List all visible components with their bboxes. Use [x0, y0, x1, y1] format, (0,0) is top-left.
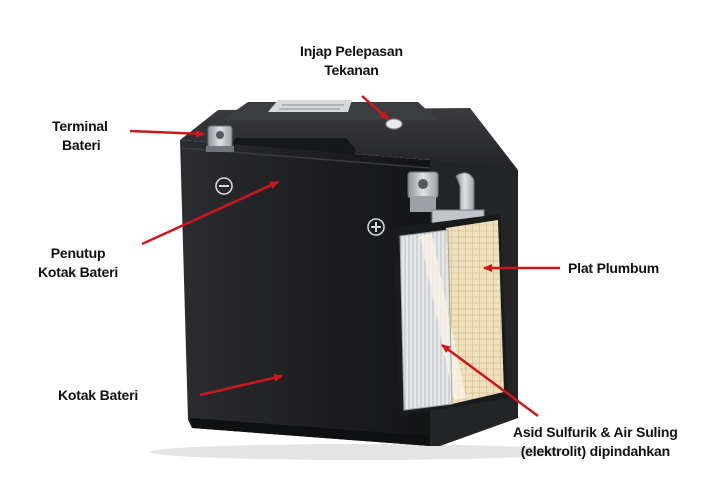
minus-icon	[215, 177, 233, 195]
lid-top	[180, 108, 518, 170]
arrow-acid	[441, 343, 539, 418]
label-case: Kotak Bateri	[58, 387, 139, 403]
negative-terminal	[206, 125, 234, 152]
arrow-cover	[141, 180, 279, 246]
plus-icon	[367, 218, 385, 236]
label-cover: Penutup Kotak Bateri	[38, 245, 119, 280]
arrow-case	[199, 373, 283, 397]
lid-sticker	[268, 100, 352, 112]
label-terminal: Terminal Bateri	[52, 118, 108, 153]
case-rim	[190, 418, 430, 446]
pressure-valve	[385, 118, 403, 130]
label-valve: Injap Pelepasan Tekanan	[300, 43, 403, 78]
label-plate: Plat Plumbum	[568, 260, 659, 276]
arrow-terminal	[129, 129, 205, 138]
floor-shadow	[150, 444, 570, 460]
label-acid: Asid Sulfurik & Air Suling (elektrolit) …	[513, 424, 678, 459]
pointer-arrows	[129, 95, 560, 418]
plate-highlight	[420, 234, 466, 400]
positive-terminal	[407, 171, 485, 225]
cutaway-cells	[392, 214, 508, 416]
arrow-valve	[361, 95, 389, 120]
case-front	[180, 140, 430, 446]
